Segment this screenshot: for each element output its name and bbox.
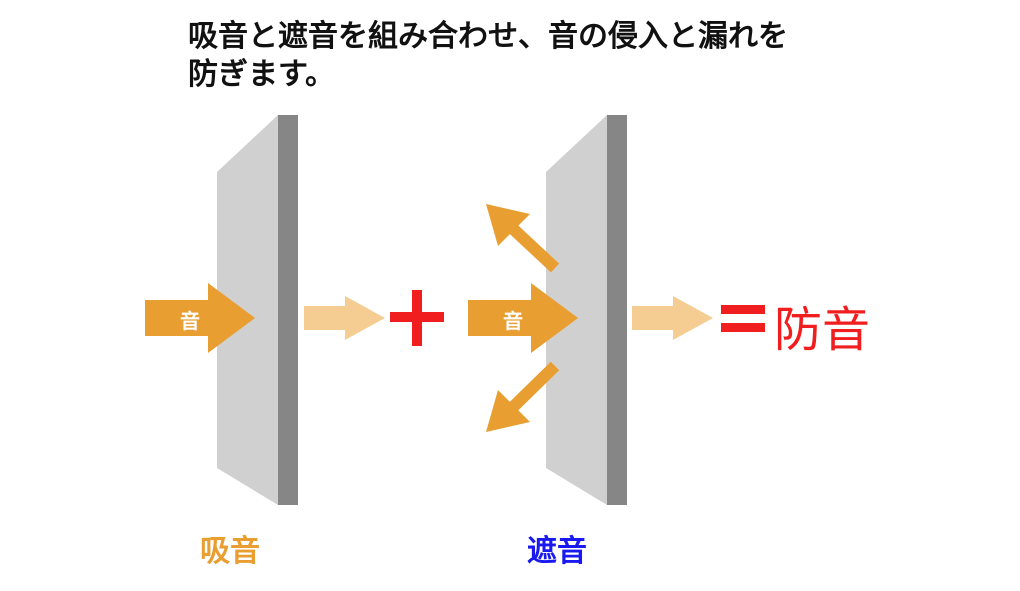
insulation-panel xyxy=(546,115,607,505)
equals-sign-top xyxy=(721,305,765,314)
arrow-label-1: 音 xyxy=(180,309,200,333)
result-label: 防音 xyxy=(774,302,871,358)
absorption-panel xyxy=(217,115,278,505)
absorption-wall xyxy=(278,115,298,505)
insulation-wall xyxy=(607,115,627,505)
title-line-2: 防ぎます。 xyxy=(188,57,335,92)
equals-sign-bottom xyxy=(721,323,765,332)
sound-arrow-2 xyxy=(468,283,578,353)
sound-arrow-1 xyxy=(145,283,255,353)
title-line-1: 吸音と遮音を組み合わせ、音の侵入と漏れを xyxy=(188,19,788,54)
plus-sign-v xyxy=(412,290,422,346)
arrow-label-2: 音 xyxy=(503,309,523,333)
transmitted-arrow-1 xyxy=(304,296,385,340)
transmitted-arrow-2 xyxy=(632,296,713,340)
insulation-label: 遮音 xyxy=(527,534,587,569)
reflected-arrow-up xyxy=(486,204,560,273)
absorption-label: 吸音 xyxy=(200,534,260,569)
description-title: 吸音と遮音を組み合わせ、音の侵入と漏れを 防ぎます。 xyxy=(188,18,908,94)
reflected-arrow-down xyxy=(486,361,560,432)
